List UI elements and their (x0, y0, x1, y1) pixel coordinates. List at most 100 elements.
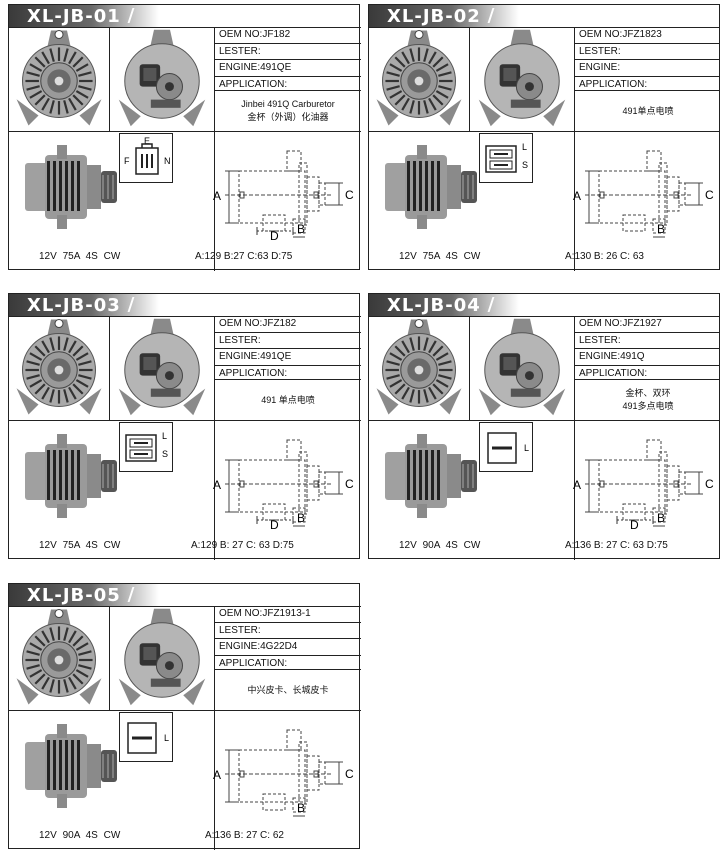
product-card: XL-JB-01 OEM NO:JF182 LESTER: ENGINE:491… (8, 4, 361, 271)
svg-text:D: D (270, 229, 279, 243)
alternator-front-photo (11, 318, 107, 423)
svg-text:A: A (213, 478, 221, 492)
oem-number: OEM NO:JFZ1927 (575, 316, 720, 333)
oem-number: OEM NO:JFZ1823 (575, 27, 720, 44)
lester-number: LESTER: (215, 333, 361, 349)
svg-text:D: D (630, 518, 639, 532)
connector-box: L (119, 712, 173, 762)
product-code: XL-JB-04 (387, 295, 481, 316)
product-code: XL-JB-03 (27, 295, 121, 316)
product-code-header: XL-JB-02 (369, 5, 519, 27)
alternator-rear-photo (473, 29, 571, 134)
dimensions-text: A:136 B: 27 C: 63 D:75 (565, 540, 668, 551)
svg-text:B: B (657, 222, 665, 236)
product-code-header: XL-JB-04 (369, 294, 519, 316)
svg-text:A: A (573, 478, 581, 492)
product-code-header: XL-JB-05 (9, 584, 159, 606)
spec-table: OEM NO:JF182 LESTER: ENGINE:491QE APPLIC… (215, 27, 361, 92)
alternator-rear-photo (473, 318, 571, 423)
alternator-side-photo (13, 716, 123, 821)
alternator-rear-photo (113, 608, 211, 713)
svg-text:S: S (522, 160, 528, 170)
dimensions-text: A:130 B: 26 C: 63 (565, 251, 644, 262)
connector-l-icon: L (127, 722, 169, 754)
dimension-diagram: A C B D (207, 137, 359, 254)
oem-number: OEM NO:JFZ1913-1 (215, 606, 361, 623)
application-line: 金杯、双环 (625, 388, 671, 398)
alternator-side-photo (13, 137, 123, 242)
connector-efn-icon: E F N (124, 136, 171, 175)
product-code-header: XL-JB-03 (9, 294, 159, 316)
svg-text:F: F (124, 156, 130, 166)
svg-text:L: L (162, 431, 167, 441)
product-code-header: XL-JB-01 (9, 5, 159, 27)
svg-text:E: E (144, 136, 150, 146)
application-line: Jinbei 491Q Carburetor (241, 99, 335, 109)
application-line: 金杯（外调）化油器 (247, 112, 329, 122)
electrical-specs: 12V 75A 4S CW (39, 540, 121, 551)
svg-text:B: B (297, 801, 305, 815)
engine: ENGINE:491Q (575, 349, 720, 366)
product-code: XL-JB-05 (27, 585, 121, 606)
application-label: APPLICATION: (579, 78, 648, 90)
application-line: 中兴皮卡、长城皮卡 (247, 685, 329, 695)
engine: ENGINE:491QE (215, 60, 361, 77)
connector-ls-icon: L S (485, 142, 528, 173)
application-text: 中兴皮卡、长城皮卡 (215, 684, 361, 697)
svg-text:B: B (297, 222, 305, 236)
svg-text:C: C (345, 767, 354, 781)
product-code: XL-JB-01 (27, 6, 121, 27)
alternator-side-photo (373, 426, 483, 531)
spec-table: OEM NO:JFZ182 LESTER: ENGINE:491QE APPLI… (215, 316, 361, 381)
svg-text:A: A (213, 189, 221, 203)
product-card: XL-JB-03 OEM NO:JFZ182 LESTER: ENGINE:49… (8, 293, 361, 560)
connector-box: E F N (119, 133, 173, 183)
dimension-diagram: A C B (567, 137, 719, 254)
product-card: XL-JB-04 OEM NO:JFZ1927 LESTER: ENGINE:4… (368, 293, 720, 560)
spec-table: OEM NO:JFZ1823 LESTER: ENGINE: APPLICATI… (575, 27, 720, 92)
svg-text:A: A (213, 768, 221, 782)
alternator-side-photo (373, 137, 483, 242)
product-card: XL-JB-05 OEM NO:JFZ1913-1 LESTER: ENGINE… (8, 583, 361, 850)
svg-text:L: L (524, 443, 529, 453)
svg-text:C: C (345, 477, 354, 491)
electrical-specs: 12V 90A 4S CW (39, 830, 121, 841)
lester-number: LESTER: (215, 44, 361, 60)
lester-number: LESTER: (575, 333, 720, 349)
dimension-diagram: A C B D (207, 426, 359, 543)
alternator-front-photo (371, 318, 467, 423)
svg-text:C: C (705, 477, 714, 491)
application-label: APPLICATION: (219, 657, 288, 669)
svg-text:D: D (270, 518, 279, 532)
application-label: APPLICATION: (579, 367, 648, 379)
connector-box: L S (479, 133, 533, 183)
svg-text:A: A (573, 189, 581, 203)
lester-number: LESTER: (575, 44, 720, 60)
application-line: 491单点电喷 (622, 106, 674, 116)
electrical-specs: 12V 90A 4S CW (399, 540, 481, 551)
lester-number: LESTER: (215, 623, 361, 639)
alternator-rear-photo (113, 318, 211, 423)
oem-number: OEM NO:JF182 (215, 27, 361, 44)
application-line: 491 单点电喷 (261, 395, 315, 405)
svg-text:B: B (657, 511, 665, 525)
svg-text:L: L (164, 733, 169, 743)
dimensions-text: A:129 B: 27 C: 63 D:75 (191, 540, 294, 551)
engine: ENGINE:4G22D4 (215, 639, 361, 656)
application-label: APPLICATION: (219, 367, 288, 379)
connector-box: L (479, 422, 533, 472)
connector-l-icon: L (487, 432, 529, 464)
alternator-rear-photo (113, 29, 211, 134)
spec-table: OEM NO:JFZ1927 LESTER: ENGINE:491Q APPLI… (575, 316, 720, 381)
application-text: 491 单点电喷 (215, 394, 361, 407)
electrical-specs: 12V 75A 4S CW (39, 251, 121, 262)
connector-ls-icon: L S (125, 431, 168, 462)
engine: ENGINE: (575, 60, 720, 77)
application-line: 491多点电喷 (622, 401, 674, 411)
dimensions-text: A:129 B:27 C:63 D:75 (195, 251, 293, 262)
product-code: XL-JB-02 (387, 6, 481, 27)
svg-text:C: C (345, 188, 354, 202)
application-text: Jinbei 491Q Carburetor 金杯（外调）化油器 (215, 98, 361, 124)
svg-text:N: N (164, 156, 171, 166)
application-label: APPLICATION: (219, 78, 288, 90)
